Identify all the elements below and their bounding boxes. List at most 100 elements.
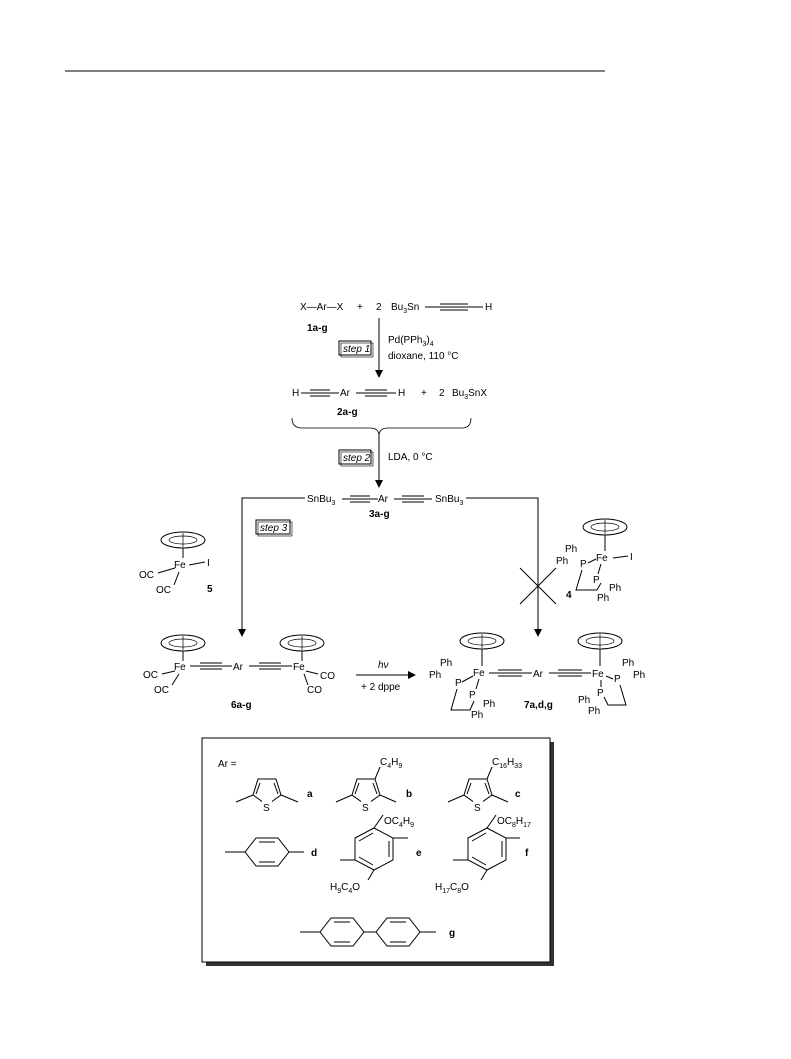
svg-text:H: H [292,388,299,399]
svg-text:Ar: Ar [233,662,244,673]
svg-text:OC: OC [139,570,154,581]
svg-text:S: S [474,803,481,814]
step2-conditions: LDA, 0 °C [388,452,433,463]
compound-5-label: 5 [207,584,213,595]
terminal-h: H [485,302,492,313]
compound-6: Fe OC OC Ar Fe CO CO 6a-g [143,634,335,711]
step3-box: step 3 [255,519,293,537]
svg-text:Fe: Fe [592,669,604,680]
svg-text:OC: OC [143,670,158,681]
svg-text:P: P [580,559,587,570]
compound-4: Fe I Ph Ph P P Ph Ph 4 [556,518,633,604]
svg-text:Ph: Ph [471,710,483,721]
ar-key-box: Ar = S a C4H9 S b [201,737,554,966]
svg-text:Fe: Fe [174,560,186,571]
svg-text:P: P [614,674,621,685]
coefficient: 2 [376,302,382,313]
svg-text:a: a [307,789,313,800]
compound-7-label: 7a,d,g [524,700,553,711]
svg-text:P: P [469,690,476,701]
hv-label: hν [378,660,389,671]
svg-text:H9C4O: H9C4O [330,882,360,895]
svg-text:OC4H9: OC4H9 [384,816,414,829]
svg-text:C4H9: C4H9 [380,757,402,770]
svg-text:OC8H17: OC8H17 [497,816,531,829]
structure-d: d [225,837,317,867]
structure-b: C4H9 S b [335,757,412,814]
svg-text:f: f [525,848,529,859]
compound-7: Fe Ph Ph P P Ph Ph Ar Fe P Ph Ph P Ph Ph… [429,632,645,721]
svg-text:OC: OC [156,585,171,596]
svg-text:2: 2 [439,388,445,399]
svg-text:e: e [416,848,422,859]
svg-text:Ph: Ph [588,706,600,717]
svg-text:H: H [398,388,405,399]
svg-text:S: S [362,803,369,814]
brace [291,417,472,437]
compound-3-label: 3a-g [369,509,390,520]
svg-text:H17C8O: H17C8O [435,882,469,895]
compound-6-label: 6a-g [231,700,252,711]
svg-text:Ph: Ph [440,658,452,669]
intermediate-row: H Ar H + 2 Bu3SnX 2a-g [292,388,487,418]
svg-text:Ph: Ph [556,556,568,567]
svg-text:Fe: Fe [293,662,305,673]
svg-text:I: I [207,558,210,569]
svg-text:SnBu3: SnBu3 [307,494,335,507]
svg-text:+: + [421,388,427,399]
svg-text:CO: CO [320,671,335,682]
reactant-xarx: X—Ar—X [300,302,344,313]
svg-text:OC: OC [154,685,169,696]
structure-f: OC8H17 H17C8O f [435,814,531,895]
svg-text:Fe: Fe [596,553,608,564]
tin-reagent: Bu3Sn [391,302,419,315]
compound-4-label: 4 [566,590,572,601]
byproduct: Bu3SnX [452,388,487,401]
svg-text:Ph: Ph [429,670,441,681]
right-branch-arrow [466,497,542,637]
step2-box: step 2 [338,449,374,467]
left-branch-arrow [238,497,305,637]
svg-text:Ph: Ph [609,583,621,594]
svg-text:S: S [263,803,270,814]
svg-text:I: I [630,552,633,563]
step1-box: step 1 [338,340,374,358]
step1-conditions: dioxane, 110 °C [388,351,459,362]
svg-text:Ph: Ph [597,593,609,604]
svg-text:SnBu3: SnBu3 [435,494,463,507]
ar-equals: Ar = [218,759,237,770]
svg-text:Ar: Ar [340,388,351,399]
blocked-cross [519,567,557,605]
svg-text:Ar: Ar [533,669,544,680]
svg-text:Ph: Ph [565,544,577,555]
svg-text:Ph: Ph [633,670,645,681]
svg-text:step 3: step 3 [260,523,288,534]
reactant-row: X—Ar—X + 2 Bu3Sn H 1a-g [300,302,492,334]
svg-text:Ph: Ph [483,699,495,710]
dppe-label: + 2 dppe [361,682,401,693]
compound-1-label: 1a-g [307,323,328,334]
plus-sign: + [357,302,363,313]
svg-text:step 2: step 2 [343,453,371,464]
catalyst-text: Pd(PPh3)4 [388,335,434,348]
svg-text:Ph: Ph [578,695,590,706]
triple-bond [425,303,483,311]
svg-text:Ph: Ph [622,658,634,669]
structure-a: S a [235,778,313,814]
svg-text:c: c [515,789,521,800]
structure-e: OC4H9 H9C4O e [330,814,422,895]
svg-text:Fe: Fe [473,668,485,679]
stannane-row: SnBu3 Ar SnBu3 3a-g [307,494,463,520]
svg-text:P: P [593,575,600,586]
svg-text:CO: CO [307,685,322,696]
svg-text:step 1: step 1 [343,344,370,355]
structure-g: g [300,917,455,947]
svg-text:Ar: Ar [378,494,389,505]
svg-text:g: g [449,928,455,939]
svg-text:Fe: Fe [174,662,186,673]
svg-text:C16H33: C16H33 [492,757,522,770]
svg-text:P: P [455,678,462,689]
svg-text:b: b [406,789,412,800]
compound-2-label: 2a-g [337,407,358,418]
